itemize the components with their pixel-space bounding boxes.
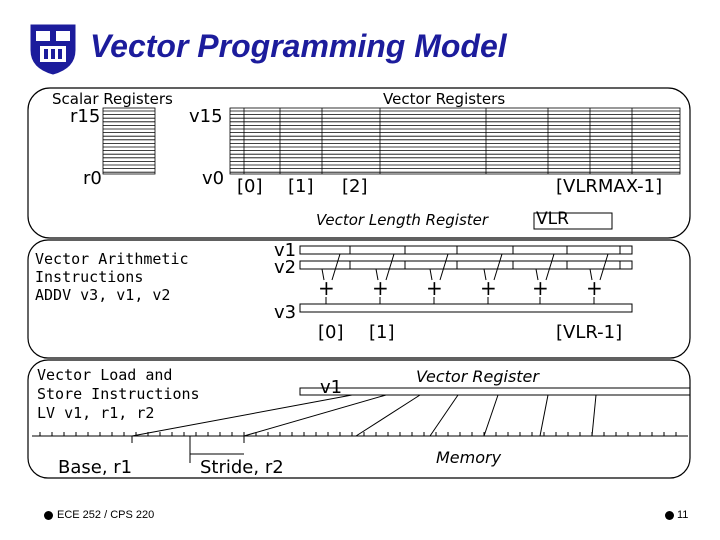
- load-arrow: [355, 394, 421, 437]
- scalar-r15-label: r15: [70, 106, 101, 127]
- v1-lane-line: [599, 253, 609, 281]
- adder-4: +: [532, 276, 549, 300]
- v2-lane-line: [589, 268, 593, 281]
- university-shield-logo: [30, 24, 76, 75]
- arith-description-line3: ADDV v3, v1, v2: [35, 286, 171, 304]
- base-label: Base, r1: [58, 457, 133, 478]
- stride-label: Stride, r2: [200, 457, 284, 478]
- v2-lane-line: [429, 268, 433, 281]
- vector-register-grid: [229, 107, 681, 175]
- footer-page-number: 11: [677, 509, 689, 521]
- load-arrow: [429, 394, 459, 437]
- arith-v2-label: v2: [274, 257, 297, 278]
- arith-description-line2: Instructions: [35, 268, 144, 286]
- slide-title: Vector Programming Model: [90, 28, 507, 64]
- arith-index-0: [0]: [318, 322, 344, 343]
- load-arrow: [131, 394, 353, 437]
- arith-v1-label: v1: [274, 240, 297, 261]
- load-arrow: [483, 394, 499, 437]
- memory-label: Memory: [436, 448, 502, 467]
- v3-bar: [299, 303, 633, 313]
- footer-bullet-right: [665, 511, 674, 520]
- v1-lane-line: [331, 253, 341, 281]
- adder-1: +: [372, 276, 389, 300]
- v1-lane-line: [493, 253, 503, 281]
- loadstore-box: [27, 359, 691, 479]
- vlr-box-label: VLR: [536, 209, 569, 229]
- loadstore-description-line3: LV v1, r1, r2: [37, 404, 155, 422]
- register-file-box: [27, 87, 691, 239]
- footer-bullet-left: [44, 511, 53, 520]
- loadstore-description-line2: Store Instructions: [37, 385, 200, 403]
- vlr-box: [533, 212, 613, 230]
- v2-lane-line: [375, 268, 379, 281]
- scalar-register-stack: [102, 107, 156, 175]
- v1-register-bar: [299, 387, 691, 396]
- loadstore-v1-label: v1: [320, 377, 343, 398]
- vector-index-max: [VLRMAX-1]: [556, 176, 663, 197]
- adder-5: +: [586, 276, 603, 300]
- arith-description-line1: Vector Arithmetic: [35, 250, 189, 268]
- vector-register-caption: Vector Register: [416, 367, 539, 386]
- adder-3: +: [480, 276, 497, 300]
- load-arrow: [591, 394, 597, 437]
- load-arrow: [243, 394, 387, 437]
- vector-registers-heading: Vector Registers: [383, 90, 506, 108]
- load-arrow: [539, 394, 549, 437]
- v2-lane-line: [483, 268, 487, 281]
- footer-course: ECE 252 / CPS 220: [57, 509, 155, 521]
- vector-index-1: [1]: [288, 176, 314, 197]
- scalar-registers-heading: Scalar Registers: [52, 90, 173, 108]
- arith-box: [27, 239, 691, 359]
- vector-v0-label: v0: [202, 168, 225, 189]
- v1-lane-line: [439, 253, 449, 281]
- vector-v15-label: v15: [189, 106, 223, 127]
- v1-lane-line: [545, 253, 555, 281]
- v2-lane-line: [321, 268, 325, 281]
- vlr-caption: Vector Length Register: [316, 211, 489, 229]
- arith-v3-label: v3: [274, 302, 297, 323]
- arith-index-1: [1]: [369, 322, 395, 343]
- adder-2: +: [426, 276, 443, 300]
- vector-index-2: [2]: [342, 176, 368, 197]
- loadstore-description-line1: Vector Load and: [37, 366, 173, 384]
- arith-index-last: [VLR-1]: [556, 322, 623, 343]
- vector-index-0: [0]: [237, 176, 263, 197]
- v2-lane-line: [535, 268, 539, 281]
- v1-lane-line: [385, 253, 395, 281]
- scalar-r0-label: r0: [83, 168, 102, 189]
- adder-0: +: [318, 276, 335, 300]
